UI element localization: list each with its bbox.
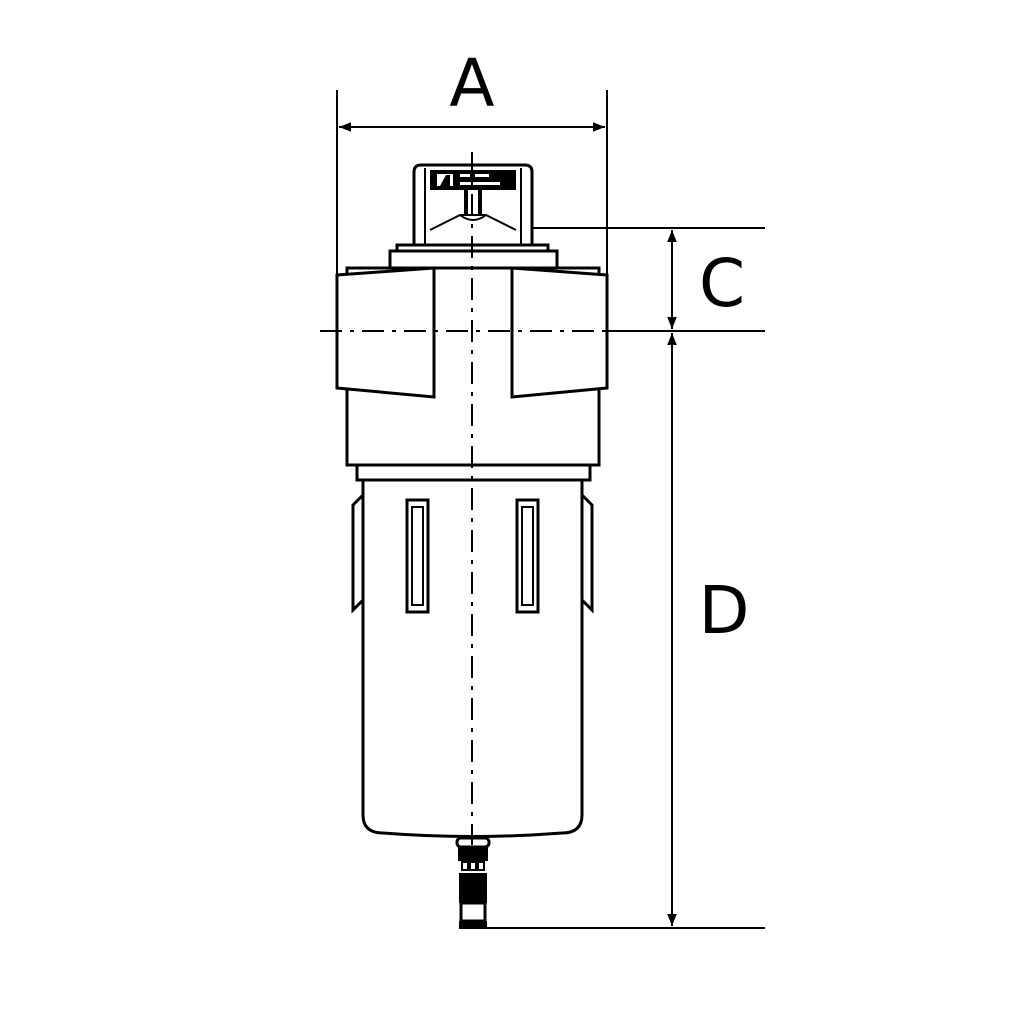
collar bbox=[355, 463, 592, 482]
cap bbox=[412, 163, 534, 247]
sight-window-right bbox=[515, 498, 540, 614]
sight-window-left bbox=[405, 498, 430, 614]
drain-valve bbox=[455, 836, 491, 929]
dimension-label-c: C bbox=[699, 245, 745, 322]
neck bbox=[388, 249, 559, 271]
inlet-port bbox=[335, 266, 436, 399]
dimension-c: C bbox=[532, 227, 765, 332]
dimension-label-a: A bbox=[449, 45, 494, 122]
outlet-port bbox=[510, 266, 609, 399]
dimension-d: D bbox=[462, 333, 765, 929]
dimension-label-d: D bbox=[699, 572, 750, 649]
dimension-a: A bbox=[336, 45, 608, 275]
